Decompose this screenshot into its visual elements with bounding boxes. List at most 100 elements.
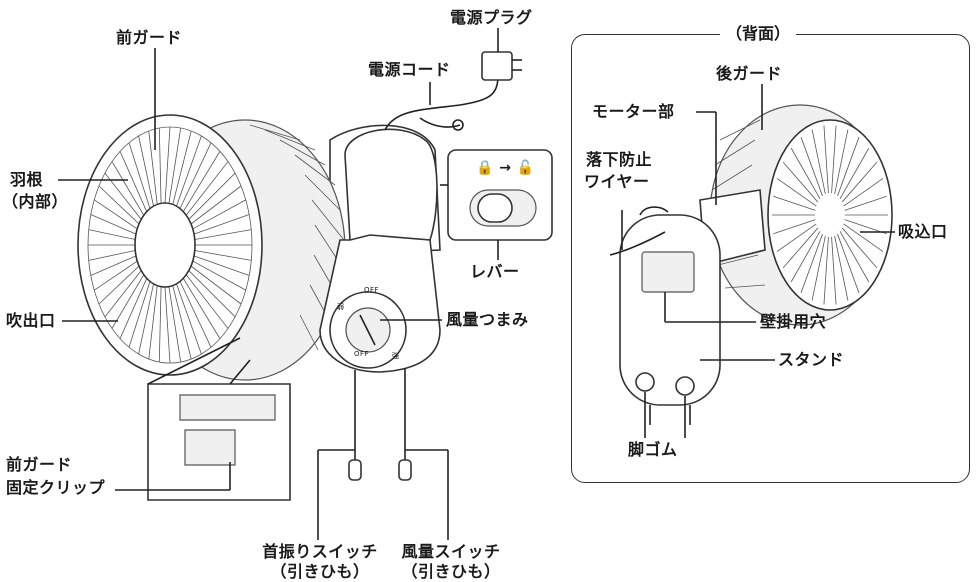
knob-mark-off: OFF [364,286,380,294]
label-fall-wire-line2: ワイヤー [584,172,650,191]
rear-grille-spoke [837,136,860,197]
grille-spoke [188,270,236,318]
rear-grille-spoke [839,147,870,199]
rear-grille-spoke [776,178,817,207]
grille-spoke [158,128,162,204]
label-front-guard-clip-line2: 固定クリップ [6,478,106,497]
grille-spoke [182,278,221,339]
grille-spoke [90,214,137,235]
grille-spoke [185,161,229,216]
grille-spoke [128,142,151,209]
grille-spoke [164,126,171,204]
grille-spoke [168,286,182,363]
rear-grille-spoke [843,223,884,252]
grille-spoke [188,172,236,220]
label-front-guard-clip-line1: 前ガード [6,455,73,474]
rear-grille-spoke [790,147,821,199]
rear-grille-spoke [800,136,823,197]
label-front-guard: 前ガード [116,28,183,47]
rear-grille-spoke [843,178,884,207]
grille-spoke [192,260,246,291]
grille-spoke [164,286,171,364]
label-power-cord: 電源コード [368,60,451,79]
label-airflow-switch-line2: （引きひも） [401,562,501,581]
grille-spoke [176,135,202,207]
grille-spoke [104,270,142,318]
rear-grille-spoke [834,129,849,195]
knob-mark-off2: OFF [354,350,370,358]
grille-spoke [179,281,212,348]
rear-fan-illustration [609,104,893,425]
label-swing-switch-line1: 首振りスイッチ [262,542,378,561]
label-rear-guard: 後ガード [716,64,783,83]
label-airflow-knob: 風量つまみ [446,310,529,329]
rear-grille-spoke [776,223,817,252]
grille-spoke [193,214,250,235]
wall-hole-shape [641,251,695,293]
rear-grille-spoke [831,125,837,194]
grille-spoke [172,130,192,205]
knob-mark-strong: 強 [392,352,400,360]
grille-spoke [128,281,151,348]
grille-spoke [190,185,242,225]
rear-grille-spoke [773,195,816,211]
rear-grille-spoke [811,235,826,301]
label-outlet: 吹出口 [6,311,56,330]
rear-grille-spoke [773,219,816,235]
grille-spoke [138,135,154,207]
grille-spoke [104,172,142,220]
grille-spoke [158,286,162,362]
grille-spoke [119,151,148,212]
grille-spoke [179,142,212,209]
grille-spoke [88,250,136,261]
rear-grille-spoke [782,161,819,203]
label-lock-symbol: 🔒 → 🔓 [476,160,535,176]
rear-grille-spoke [823,236,829,305]
leader-lines [58,28,895,540]
rear-view-title: （背面） [720,24,797,44]
label-swing-switch-line2: （引きひも） [270,562,370,581]
grille-spoke [194,229,252,240]
grille-spoke [182,151,221,212]
label-blades-sub: （内部） [2,192,69,211]
rear-grille-spoke [782,227,819,269]
rear-grille-spoke [831,236,837,305]
label-motor-unit: モーター部 [592,102,675,121]
grille-spoke [192,199,246,230]
rear-grille-spoke [841,161,878,203]
rear-grille-spoke [841,227,878,269]
grille-spoke [98,185,140,225]
label-airflow-switch-line1: 風量スイッチ [401,542,501,561]
grille-spoke [190,265,242,305]
grille-spoke [119,278,148,339]
grille-spoke [176,283,202,355]
grille-spoke [148,130,158,205]
rear-grille-spoke [844,195,887,211]
rear-grille-spoke [837,233,860,294]
knob-mark-weak: 弱 [337,303,345,311]
grille-spoke [111,161,145,216]
grille-spoke [111,274,145,329]
rear-grille-spoke [839,231,870,283]
grille-spoke [194,250,252,261]
plug-shape [481,51,513,81]
grille-spoke [94,260,138,291]
rear-grille-spoke [790,231,821,283]
label-power-plug: 電源プラグ [450,8,533,27]
grille-spoke [168,127,182,204]
grille-spoke [148,285,158,360]
label-fall-wire-line1: 落下防止 [586,150,653,169]
grille-spoke [185,274,229,329]
grille-spoke [193,255,250,276]
rear-grille-spoke [823,125,829,194]
grille-spoke [90,255,137,276]
label-intake: 吸込口 [898,222,948,241]
grille-spoke [94,199,138,230]
label-lever: レバー [470,262,520,281]
rear-grille-spoke [800,233,823,294]
grille-spoke [98,265,140,305]
label-blades: 羽根 [10,170,44,189]
grille-spoke [88,229,136,240]
